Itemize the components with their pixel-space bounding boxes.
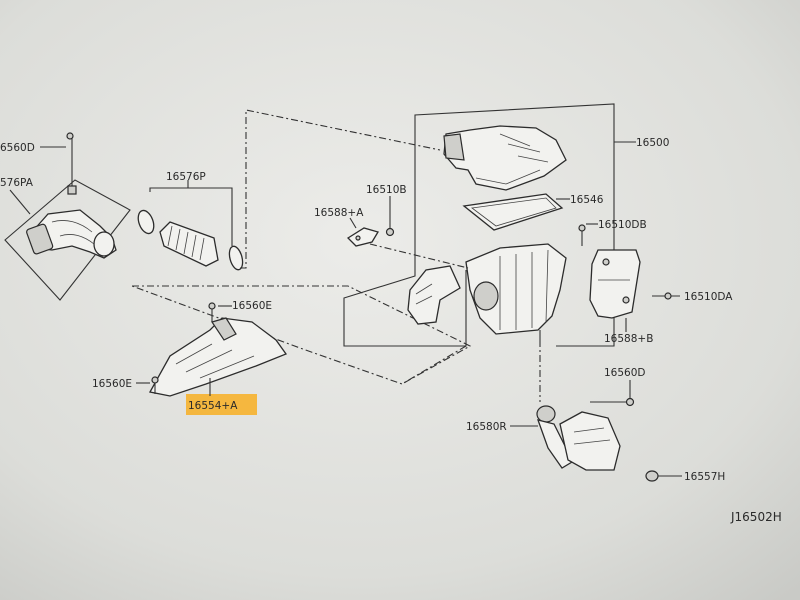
- highlight-16554A: [186, 394, 257, 415]
- label-16576PA: 576PA: [0, 177, 34, 189]
- diagram-code: J16502H: [730, 510, 782, 524]
- bracket-16576P: [149, 187, 233, 246]
- bolt-16560E-top: [208, 302, 216, 322]
- label-16510DA: 16510DA: [684, 291, 733, 303]
- label-16510DB: 16510DB: [598, 219, 647, 231]
- lower-duct-16580R: [536, 405, 621, 471]
- label-16588A: 16588+A: [314, 207, 364, 219]
- air-cleaner-case: [465, 243, 567, 340]
- intake-duct-part: [26, 209, 117, 259]
- bolt-16510B: [385, 196, 395, 237]
- dashline-hose-to-cover: [240, 109, 441, 269]
- leader-16588A: [349, 217, 357, 229]
- bolt-16560D-right: [590, 397, 635, 407]
- resonator-16554A: [148, 317, 288, 397]
- bolt-16510DB: [578, 224, 586, 246]
- bolt-16560E-left: [151, 376, 159, 394]
- label-16554A: 16554+A: [188, 400, 238, 412]
- bracket-16588A: [346, 227, 379, 247]
- filter-element-16546: [462, 193, 564, 231]
- clamp-right: [228, 245, 244, 271]
- clamp-left: [137, 209, 155, 235]
- leader-16576PA: [9, 189, 31, 215]
- box-intake-duct-assembly: [4, 179, 131, 301]
- dashline-bracket-to-case: [369, 243, 469, 269]
- hose-16576P: [159, 221, 219, 267]
- bracket-16588B: [589, 249, 641, 319]
- box-16500-top: [414, 103, 615, 210]
- label-16500: 16500: [636, 137, 669, 149]
- label-16560E-top: 16560E: [232, 300, 272, 312]
- dashline-resonator-box: [131, 285, 472, 385]
- label-16546: 16546: [570, 194, 604, 206]
- air-cleaner-cover: [443, 125, 567, 191]
- label-16510B: 16510B: [366, 184, 407, 196]
- label-16580R: 16580R: [466, 421, 507, 433]
- bolt-16510DA: [652, 292, 680, 300]
- clip-16557H: [645, 470, 659, 482]
- label-16560E-left: 16560E: [92, 378, 132, 390]
- label-16588B: 16588+B: [604, 333, 653, 345]
- air-inlet-duct: [407, 265, 461, 325]
- box-16500-left: [343, 118, 467, 347]
- label-16560D-right: 16560D: [604, 367, 646, 379]
- label-16576P: 16576P: [166, 171, 206, 183]
- label-16557H: 16557H: [684, 471, 725, 483]
- bolt-16560D-left: [66, 132, 77, 195]
- label-16560D-left: 6560D: [0, 142, 35, 154]
- dashline-case-to-resonator: [401, 345, 467, 385]
